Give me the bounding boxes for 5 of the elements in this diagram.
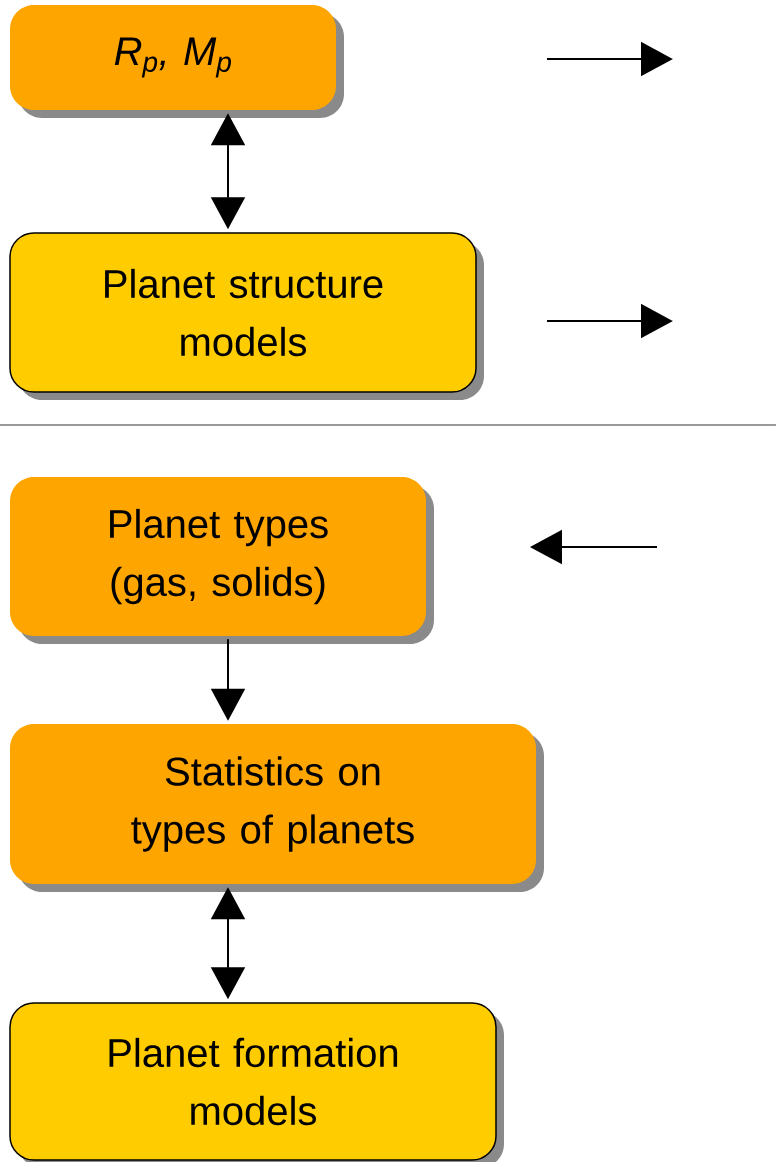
process-box: R$_{p}$, M$_{p}$ <box>10 5 344 118</box>
process-box: Statistics on types of planets <box>10 724 544 892</box>
process-box: Planet formation models <box>9 1002 504 1162</box>
process-box: Planet structure models <box>9 232 484 400</box>
process-box: Planet types (gas, solids) <box>10 477 434 644</box>
